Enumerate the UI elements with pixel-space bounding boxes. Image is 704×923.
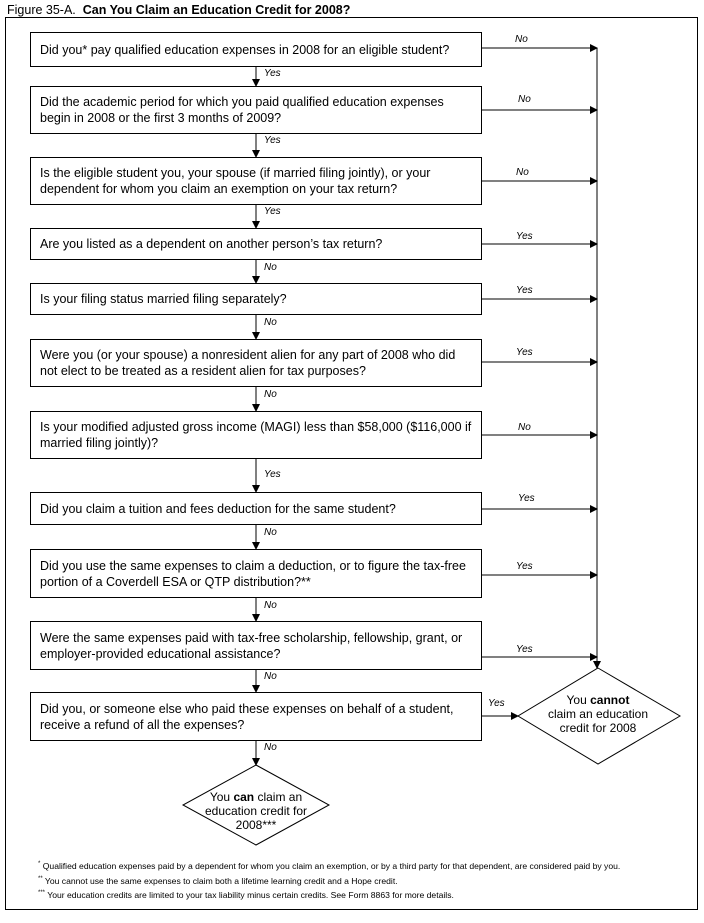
question-box-9: Did you use the same expenses to claim a… — [30, 549, 482, 598]
question-box-5: Is your filing status married filing sep… — [30, 283, 482, 315]
side-label-9: Yes — [516, 561, 533, 572]
footnote-text-1: Qualified education expenses paid by a d… — [40, 861, 621, 871]
down-label-5: No — [264, 317, 277, 328]
can-claim-diamond — [181, 764, 331, 846]
question-box-6: Were you (or your spouse) a nonresident … — [30, 339, 482, 387]
side-label-4: Yes — [516, 231, 533, 242]
figure-title: Figure 35-A. Can You Claim an Education … — [7, 3, 350, 17]
question-box-11: Did you, or someone else who paid these … — [30, 692, 482, 741]
footnote-mark-3: *** — [38, 890, 46, 897]
footnote-1: * Qualified education expenses paid by a… — [38, 861, 620, 871]
down-label-6: No — [264, 389, 277, 400]
can-pre: You — [209, 790, 234, 804]
side-label-7: No — [518, 422, 531, 433]
down-label-1: Yes — [264, 68, 281, 79]
can-post: claim an education credit for 2008*** — [204, 790, 308, 832]
figure-heading: Can You Claim an Education Credit for 20… — [82, 3, 351, 17]
question-box-1: Did you* pay qualified education expense… — [30, 32, 482, 67]
cannot-post: claim an education credit for 2008 — [547, 707, 649, 735]
question-text-9: Did you use the same expenses to claim a… — [40, 558, 466, 589]
side-label-8: Yes — [518, 493, 535, 504]
footnote-text-2: You cannot use the same expenses to clai… — [42, 876, 398, 886]
footnote-2: ** You cannot use the same expenses to c… — [38, 876, 398, 886]
down-label-2: Yes — [264, 135, 281, 146]
question-box-7: Is your modified adjusted gross income (… — [30, 411, 482, 459]
question-text-6: Were you (or your spouse) a nonresident … — [40, 348, 456, 378]
question-text-1: Did you* pay qualified education expense… — [40, 42, 450, 57]
question-box-3: Is the eligible student you, your spouse… — [30, 157, 482, 205]
flowchart-frame — [5, 17, 698, 910]
side-label-1: No — [515, 34, 528, 45]
footnote-3: *** Your education credits are limited t… — [38, 890, 454, 900]
question-box-4: Are you listed as a dependent on another… — [30, 228, 482, 260]
side-label-6: Yes — [516, 347, 533, 358]
down-label-8: No — [264, 527, 277, 538]
question-text-3: Is the eligible student you, your spouse… — [40, 166, 431, 196]
can-claim-text: You can claim an education credit for 20… — [204, 790, 308, 832]
side-label-11: Yes — [488, 698, 505, 709]
figure-number: Figure 35-A. — [7, 3, 76, 17]
question-text-11: Did you, or someone else who paid these … — [40, 701, 454, 732]
down-label-7: Yes — [264, 469, 281, 480]
side-label-2: No — [518, 94, 531, 105]
cannot-strong: cannot — [590, 693, 630, 707]
cannot-pre: You — [566, 693, 591, 707]
question-text-8: Did you claim a tuition and fees deducti… — [40, 501, 396, 516]
footnote-text-3: Your education credits are limited to yo… — [45, 890, 454, 900]
question-text-2: Did the academic period for which you pa… — [40, 95, 444, 125]
down-label-9: No — [264, 600, 277, 611]
question-text-5: Is your filing status married filing sep… — [40, 292, 287, 306]
side-label-3: No — [516, 167, 529, 178]
side-label-5: Yes — [516, 285, 533, 296]
question-box-2: Did the academic period for which you pa… — [30, 86, 482, 134]
footnote-mark-2: ** — [38, 876, 43, 883]
down-label-11: No — [264, 742, 277, 753]
question-text-4: Are you listed as a dependent on another… — [40, 237, 383, 251]
question-box-8: Did you claim a tuition and fees deducti… — [30, 492, 482, 525]
question-text-7: Is your modified adjusted gross income (… — [40, 420, 472, 450]
down-label-10: No — [264, 671, 277, 682]
cannot-claim-diamond — [517, 667, 681, 765]
cannot-claim-text: You cannot claim an education credit for… — [538, 693, 658, 735]
question-box-10: Were the same expenses paid with tax-fre… — [30, 621, 482, 670]
down-label-3: Yes — [264, 206, 281, 217]
down-label-4: No — [264, 262, 277, 273]
question-text-10: Were the same expenses paid with tax-fre… — [40, 630, 463, 661]
side-label-10: Yes — [516, 644, 533, 655]
footnote-mark-1: * — [38, 861, 41, 868]
can-strong: can — [233, 790, 255, 804]
